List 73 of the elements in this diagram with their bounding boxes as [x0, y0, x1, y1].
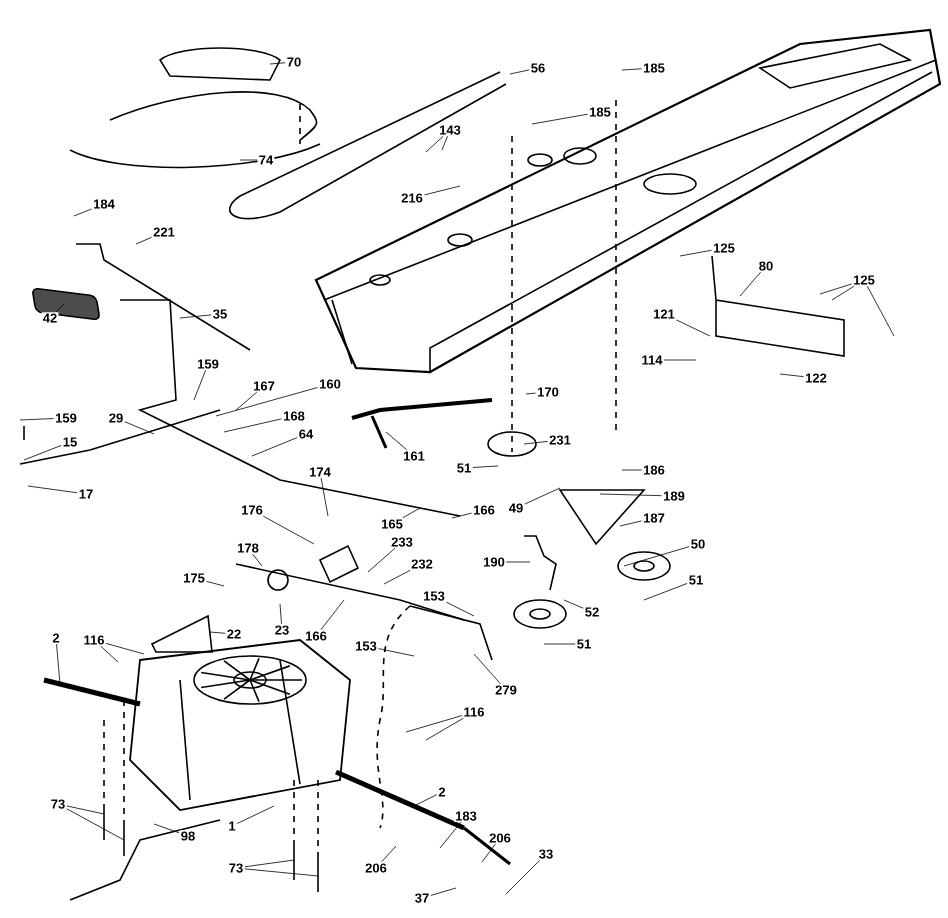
- leader-line: [819, 283, 852, 295]
- leader-line: [405, 715, 463, 733]
- leader-line: [124, 421, 155, 435]
- leader-line: [378, 648, 415, 657]
- leader-line: [244, 859, 295, 868]
- leader-line: [599, 493, 662, 497]
- leader-line: [239, 159, 258, 161]
- leader-line: [663, 359, 697, 361]
- leader-line: [505, 859, 541, 895]
- leader-line: [425, 717, 464, 741]
- leader-line: [209, 631, 226, 634]
- leader-line: [621, 68, 642, 71]
- leader-line: [451, 512, 472, 519]
- leader-line: [619, 520, 642, 527]
- leader-line: [269, 62, 286, 65]
- leader-line: [739, 271, 762, 297]
- leader-line: [509, 69, 530, 75]
- leader-line: [55, 303, 65, 313]
- leader-line: [481, 843, 496, 863]
- leader-line: [383, 569, 411, 585]
- leader-line: [367, 547, 396, 573]
- leader-line: [439, 821, 462, 849]
- leader-line: [424, 185, 461, 196]
- leader-line: [251, 437, 298, 457]
- leader-line: [105, 643, 145, 655]
- leader-line: [524, 487, 561, 505]
- leader-line: [66, 808, 125, 841]
- leader-line: [235, 391, 258, 411]
- leader-line: [135, 236, 152, 245]
- leader-line: [19, 418, 54, 421]
- leader-line: [262, 515, 315, 545]
- leader-line: [643, 583, 688, 601]
- leader-line: [531, 113, 588, 125]
- leader-line: [866, 285, 895, 337]
- leader-line: [66, 805, 105, 815]
- leader-line: [831, 285, 855, 301]
- leader-line: [473, 653, 501, 685]
- leader-line: [779, 373, 804, 378]
- leader-line: [676, 319, 711, 337]
- leader-line: [381, 845, 397, 863]
- leader-line: [506, 561, 531, 563]
- leader-line: [679, 249, 712, 257]
- leader-line: [23, 445, 62, 461]
- leader-line: [425, 135, 444, 153]
- leader-line: [27, 485, 78, 494]
- leader-line: [56, 643, 61, 685]
- leader-line: [413, 794, 438, 807]
- leader-line: [472, 465, 499, 468]
- leader-line: [320, 599, 345, 631]
- leader-line: [73, 208, 92, 217]
- leader-line: [385, 431, 408, 451]
- leader-line: [279, 603, 282, 625]
- leader-line: [236, 805, 275, 824]
- leader-line: [153, 823, 180, 834]
- leader-line: [525, 392, 536, 395]
- leader-line: [215, 387, 318, 417]
- leader-line: [252, 553, 263, 567]
- leader-line: [320, 477, 329, 517]
- leader-line: [223, 418, 282, 433]
- leader-line: [430, 887, 457, 896]
- leader-line: [543, 643, 576, 645]
- leader-line: [441, 135, 448, 151]
- leader-line: [402, 507, 421, 519]
- leader-line: [621, 469, 642, 471]
- leader-line: [100, 645, 119, 663]
- leader-line: [179, 314, 212, 319]
- leader-line: [563, 599, 584, 609]
- leader-line: [206, 580, 225, 587]
- leader-line: [523, 441, 548, 445]
- leader-line: [446, 601, 475, 617]
- leader-line: [244, 868, 319, 877]
- leader-line: [623, 546, 690, 567]
- leader-line: [193, 369, 206, 401]
